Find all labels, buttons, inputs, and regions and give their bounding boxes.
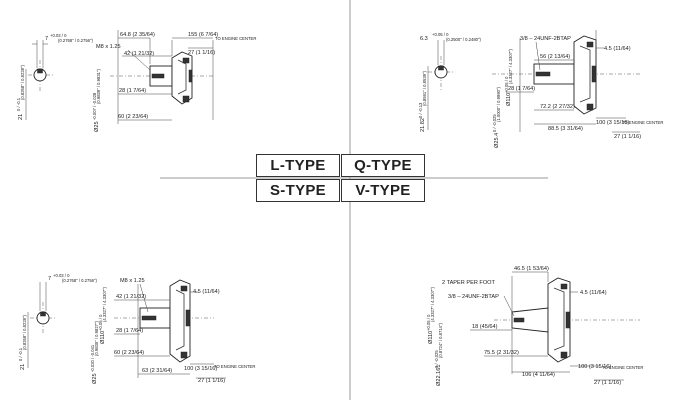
v-type-label: V-TYPE [341, 179, 425, 202]
q-shaft-dia: Ø25.4 [494, 133, 500, 148]
l-shaft-dia: Ø25 [94, 121, 100, 132]
l-key-height: 21 [18, 114, 24, 120]
s-key-height-inch: (0.8268" / 0.8228") [22, 315, 27, 350]
s-key-inch: (0.2768" / 0.2756") [62, 278, 97, 283]
l-type-label: L-TYPE [256, 154, 340, 177]
v-flange-tol: +0.05 / 0 [426, 314, 431, 331]
q-dim-2: 4.5 (11/64) [604, 46, 631, 52]
q-flange-inch: (4.3327" / 4.3307") [508, 49, 513, 84]
s-shaft-inch: (0.9835" / 0.9827") [94, 321, 99, 356]
v-shaft-dia: Ø22.161 [436, 365, 442, 386]
l-key-end-view: 7 +0.03 / 0 (0.2768" / 0.2756") 21 0 / -… [16, 33, 93, 120]
type-legend: L-TYPE Q-TYPE S-TYPE V-TYPE [256, 154, 425, 202]
v-shaft-inch: (0.8724" / 0.8714") [438, 323, 443, 358]
v-dim-2: 4.5 (11/64) [580, 290, 607, 296]
s-shaft-tol: -0.020 / -0.041 [90, 344, 95, 372]
q-type-label: Q-TYPE [341, 154, 425, 177]
v-dim-7: 27 (1 1/16) [594, 380, 621, 386]
l-dim-2: 155 (6 7/64) [188, 32, 218, 38]
s-type-label: S-TYPE [256, 179, 340, 202]
l-to-engine-center-1: TO ENGINE CENTER [215, 36, 256, 41]
l-key-inch: (0.2768" / 0.2756") [58, 38, 93, 43]
l-dim-3: 27 (1 1/16) [188, 50, 215, 56]
s-thread: M8 x 1.25 [120, 278, 145, 284]
s-dim-4: 60 (2 23/64) [114, 350, 144, 356]
q-key-height-inch: (0.8591" / 0.8539") [422, 71, 427, 106]
l-shaft-side-view: 64.8 (2 35/64) 155 (6 7/64) TO ENGINE CE… [92, 30, 256, 132]
s-key-height-tol: 0 / -0.1 [18, 347, 23, 361]
q-key-end-view: 6.3 +0.05 / 0 (0.2500" / 0.2480") 21.82 … [418, 32, 481, 132]
q-key-width: 6.3 [420, 36, 428, 42]
s-flange-inch: (4.3327" / 4.3307") [102, 287, 107, 322]
v-dim-1: 46.5 (1 53/64) [514, 266, 549, 272]
q-key-tol: +0.05 / 0 [432, 32, 449, 37]
s-key-width: 7 [48, 276, 51, 282]
q-dim-6: 100 (3 15/16) [596, 120, 629, 126]
q-dim-1: 56 (2 13/64) [540, 54, 570, 60]
v-dim-4: 75.5 (2 31/32) [484, 350, 519, 356]
v-thread: 3/8 – 24UNF-2BTAP [448, 294, 499, 300]
q-key-inch: (0.2500" / 0.2480") [446, 37, 481, 42]
l-key-tol: +0.03 / 0 [50, 33, 67, 38]
l-dim-5: 28 (1 7/64) [119, 88, 146, 94]
l-type-drawing: 7 +0.03 / 0 (0.2768" / 0.2756") 21 0 / -… [16, 30, 256, 132]
v-taper: 2 TAPER PER FOOT [442, 280, 496, 286]
s-shaft-dia: Ø25 [92, 373, 98, 384]
q-dim-4: 72.2 (2 27/32) [540, 104, 575, 110]
s-dim-2: 42 (1 21/32) [116, 294, 146, 300]
q-shaft-side-view: 3/8 – 24UNF-2BTAP 56 (2 13/64) 4.5 (11/6… [492, 30, 663, 148]
q-key-height-tol: 0 / -0.13 [418, 102, 423, 118]
q-dim-3: 28 (1 7/64) [508, 86, 535, 92]
q-thread: 3/8 – 24UNF-2BTAP [520, 36, 571, 42]
s-dim-1: 4.5 (11/64) [193, 289, 220, 295]
v-flange-inch: (4.3327" / 4.3307") [430, 287, 435, 322]
s-key-tol: +0.03 / 0 [53, 273, 70, 278]
v-shaft-tol: 0 / -0.025 [434, 350, 439, 368]
v-to-engine-center: TO ENGINE CENTER [602, 365, 643, 370]
s-dim-5: 63 (2 31/64) [142, 368, 172, 374]
l-shaft-tol: -0.007 / -0.028 [92, 92, 97, 120]
s-dim-7: 27 (1 1/16) [198, 378, 225, 384]
q-type-drawing: 6.3 +0.05 / 0 (0.2500" / 0.2480") 21.82 … [418, 30, 663, 148]
l-key-width: 7 [45, 36, 48, 42]
v-dim-6: 100 (3 15/16) [578, 364, 611, 370]
s-type-drawing: 7 +0.03 / 0 (0.2768" / 0.2756") 21 0 / -… [18, 273, 255, 384]
q-shaft-inch: (1.0000" / 0.9990") [496, 87, 501, 122]
l-dim-6: 60 (2 23/64) [118, 114, 148, 120]
s-flange-tol: +0.05 / 0 [98, 314, 103, 331]
s-to-engine-center: TO ENGINE CENTER [214, 364, 255, 369]
s-key-end-view: 7 +0.03 / 0 (0.2768" / 0.2756") 21 0 / -… [18, 273, 97, 370]
q-flange-dia: Ø110 [506, 93, 512, 106]
q-dim-7: 27 (1 1/16) [614, 134, 641, 140]
s-key-height: 21 [20, 364, 26, 370]
l-shaft-inch: (0.9839" / 0.9831") [96, 69, 101, 104]
q-shaft-tol: 0 / -0.025 [492, 114, 497, 132]
s-dim-3: 28 (1 7/64) [116, 328, 143, 334]
v-type-drawing: 2 TAPER PER FOOT 46.5 (1 53/64) 3/8 – 24… [426, 266, 643, 386]
l-key-height-tol: 0 / -0.1 [16, 97, 21, 111]
v-dim-5: 106 (4 11/64) [522, 372, 555, 378]
q-dim-5: 88.5 (3 31/64) [548, 126, 583, 132]
v-shaft-side-view: 2 TAPER PER FOOT 46.5 (1 53/64) 3/8 – 24… [426, 266, 643, 386]
s-flange-dia: Ø110 [100, 331, 106, 344]
l-thread: M8 x 1.25 [96, 44, 121, 50]
q-key-height: 21.82 [420, 118, 426, 132]
q-to-engine-center: TO ENGINE CENTER [622, 120, 663, 125]
l-key-height-inch: (0.8268" / 0.8228") [20, 65, 25, 100]
v-flange-dia: Ø110 [428, 331, 434, 344]
s-shaft-side-view: M8 x 1.25 4.5 (11/64) 42 (1 21/32) 28 (1… [90, 278, 255, 384]
l-dim-4: 42 (1 21/32) [124, 51, 154, 57]
s-dim-6: 100 (3 15/16) [184, 366, 217, 372]
q-flange-tol: +0.05 / 0 [504, 76, 509, 93]
l-dim-1: 64.8 (2 35/64) [120, 32, 155, 38]
v-dim-3: 18 (45/64) [472, 324, 498, 330]
